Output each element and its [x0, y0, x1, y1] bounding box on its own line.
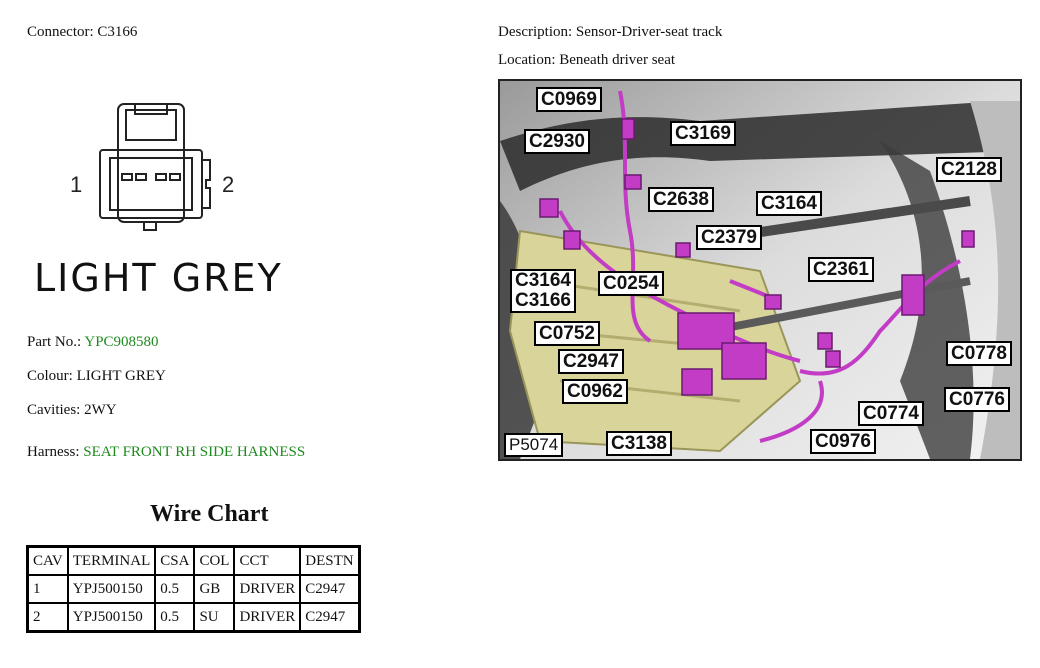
location-label: Location: — [498, 52, 556, 68]
wire-chart-title: Wire Chart — [150, 501, 269, 527]
harness-label: Harness: — [27, 444, 80, 460]
col-header-col: COL — [193, 545, 236, 576]
callout-c0774: C0774 — [858, 401, 924, 426]
cavities-value: 2WY — [84, 402, 117, 418]
callout-c0778: C0778 — [946, 341, 1012, 366]
cell-csa: 0.5 — [154, 602, 196, 633]
colour-label: Colour: — [27, 368, 73, 384]
part-no-line: Part No.: YPC908580 — [27, 334, 159, 351]
cell-terminal: YPJ500150 — [66, 602, 157, 633]
cell-cav: 2 — [26, 602, 69, 633]
description-value: Sensor-Driver-seat track — [575, 24, 723, 40]
pin-label-1: 1 — [70, 172, 82, 197]
seat-underside-illustration — [500, 81, 1020, 459]
colour-value: LIGHT GREY — [76, 368, 166, 384]
callout-c2947: C2947 — [558, 349, 624, 374]
connector-face-diagram: 1 2 — [70, 103, 234, 231]
description-label: Description: — [498, 24, 573, 40]
harness-line: Harness: SEAT FRONT RH SIDE HARNESS — [27, 444, 305, 461]
callout-c3164: C3164 — [756, 191, 822, 216]
col-header-cav: CAV — [26, 545, 69, 576]
location-photo: C0969 C2930 C3169 C2638 C3164 C2379 C212… — [498, 79, 1022, 461]
callout-c0962: C0962 — [562, 379, 628, 404]
col-header-csa: CSA — [154, 545, 196, 576]
callout-c3138: C3138 — [606, 431, 672, 456]
cell-cct: DRIVER — [233, 574, 302, 604]
wire-chart-table: CAV TERMINAL CSA COL CCT DESTN 1 YPJ5001… — [26, 545, 361, 633]
callout-c0969: C0969 — [536, 87, 602, 112]
cavities-line: Cavities: 2WY — [27, 402, 117, 419]
harness-link[interactable]: SEAT FRONT RH SIDE HARNESS — [83, 444, 306, 460]
callout-c2638: C2638 — [648, 187, 714, 212]
col-header-cct: CCT — [233, 545, 302, 576]
colour-big-label: LIGHT GREY — [34, 256, 283, 300]
cell-destn: C2947 — [299, 602, 361, 633]
callout-c2379: C2379 — [696, 225, 762, 250]
callout-c2128: C2128 — [936, 157, 1002, 182]
callout-c0976: C0976 — [810, 429, 876, 454]
callout-c3164-second: C3164 — [515, 270, 571, 291]
pin-label-2: 2 — [222, 172, 234, 197]
callout-c3166: C3166 — [515, 290, 571, 311]
photo-id-label: P5074 — [504, 433, 564, 457]
cell-col: SU — [193, 602, 236, 633]
part-no-link[interactable]: YPC908580 — [84, 334, 159, 350]
cavities-label: Cavities: — [27, 402, 81, 418]
location-line: Location: Beneath driver seat — [498, 52, 675, 69]
table-row: 1 YPJ500150 0.5 GB DRIVER C2947 — [26, 574, 361, 604]
col-header-destn: DESTN — [299, 545, 361, 576]
colour-line: Colour: LIGHT GREY — [27, 368, 166, 385]
cell-csa: 0.5 — [154, 574, 196, 604]
callout-c0752: C0752 — [534, 321, 600, 346]
location-value: Beneath driver seat — [559, 52, 676, 68]
cell-destn: C2947 — [299, 574, 361, 604]
callout-c0776: C0776 — [944, 387, 1010, 412]
callout-c3164-c3166: C3164 C3166 — [510, 269, 576, 313]
callout-c2930: C2930 — [524, 129, 590, 154]
callout-c0254: C0254 — [598, 271, 664, 296]
cell-cav: 1 — [26, 574, 69, 604]
cell-col: GB — [193, 574, 236, 604]
col-header-terminal: TERMINAL — [66, 545, 157, 576]
table-header-row: CAV TERMINAL CSA COL CCT DESTN — [26, 545, 361, 576]
callout-c2361: C2361 — [808, 257, 874, 282]
connector-line: Connector: C3166 — [27, 24, 137, 41]
description-line: Description: Sensor-Driver-seat track — [498, 24, 722, 41]
cell-terminal: YPJ500150 — [66, 574, 157, 604]
connector-label: Connector: — [27, 24, 94, 40]
cell-cct: DRIVER — [233, 602, 302, 633]
callout-c3169: C3169 — [670, 121, 736, 146]
part-no-label: Part No.: — [27, 334, 82, 350]
connector-value: C3166 — [97, 24, 138, 40]
table-row: 2 YPJ500150 0.5 SU DRIVER C2947 — [26, 602, 361, 633]
